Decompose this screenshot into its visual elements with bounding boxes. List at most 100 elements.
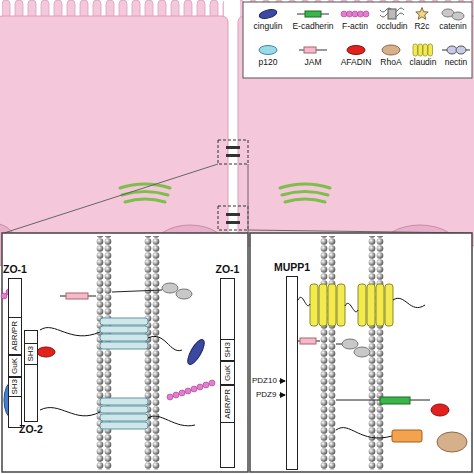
left-panel-proteins: [100, 342, 148, 349]
legend-item: catenin: [434, 6, 472, 31]
legend-item: R2c: [412, 6, 432, 31]
golgi: [282, 192, 328, 196]
protein-name: ZO-1: [3, 264, 27, 275]
legend-frame: [243, 2, 472, 78]
legend-symbol: [304, 47, 316, 53]
junction-zoom: [4, 140, 472, 233]
left-panel-proteins: [112, 290, 162, 292]
legend-symbol: [440, 42, 472, 58]
membranes: [96, 236, 112, 470]
legend-item: p120: [248, 42, 288, 67]
left-panel-proteins: [1, 283, 215, 429]
epithelial-cells: [0, 16, 228, 246]
left-panel-proteins: [191, 386, 197, 392]
legend-symbol: [418, 44, 423, 56]
zoom-panels: [250, 233, 472, 472]
domain-name: SH3: [224, 342, 232, 358]
right-panel-proteins: [354, 347, 370, 357]
legend-text: nectin: [440, 58, 472, 67]
left-panel-proteins: [100, 318, 148, 325]
domain-box: SH3: [24, 343, 38, 365]
domain-name: ABR/PR: [224, 389, 232, 419]
right-panel-proteins: [298, 297, 310, 305]
legend-text: RhoA: [376, 58, 406, 67]
domain-box: GuK: [220, 361, 235, 385]
golgi: [120, 184, 330, 202]
membranes: [144, 236, 160, 470]
legend-item: AFADIN: [338, 42, 374, 67]
legend-symbol: [338, 42, 374, 58]
domain-callout: PDZ10: [252, 377, 277, 385]
legend-symbol: [456, 46, 466, 54]
junction-zoom: [226, 213, 240, 216]
legend-symbol: [352, 11, 358, 17]
legend-item: F-actin: [338, 6, 372, 31]
legend-symbol: [358, 11, 364, 17]
left-panel-proteins: [40, 328, 100, 336]
left-panel-proteins: [179, 390, 185, 396]
domain-box: GuK: [8, 355, 22, 377]
protein-name: ZO-1: [216, 264, 240, 275]
legend-symbol: [376, 42, 406, 58]
legend-text: E-cadherin: [290, 22, 336, 31]
left-panel-proteins: [185, 388, 191, 394]
right-panel-proteins: [376, 284, 384, 326]
membranes: [368, 236, 384, 470]
legend-text: cingulin: [248, 22, 288, 31]
right-panel-proteins: [336, 428, 392, 438]
protein-bar: MUPP1: [286, 276, 298, 470]
left-panel-proteins: [100, 318, 148, 429]
legend-symbol: [434, 6, 472, 22]
left-panel-proteins: [100, 326, 148, 333]
protein-name: ZO-2: [19, 424, 43, 435]
left-panel-proteins: [66, 293, 88, 299]
legend-symbol: [305, 11, 321, 17]
left-panel-proteins: [100, 422, 148, 429]
domain-box: ABR/PR: [220, 385, 235, 423]
left-panel-proteins: [40, 328, 195, 426]
legend-text: JAM: [290, 58, 336, 67]
zoom-panels: [2, 233, 248, 472]
legend-symbol: [382, 45, 400, 55]
junction-zoom: [4, 164, 218, 233]
domain-box: ABR/PR: [8, 317, 22, 355]
left-panel-proteins: [209, 380, 215, 386]
legend-symbol: [428, 44, 433, 56]
domain-callout: PDZ9: [256, 391, 276, 399]
right-panel-proteins: [310, 284, 393, 326]
junction-zoom: [226, 146, 240, 149]
right-panel-proteins: [342, 339, 358, 349]
legend-symbol: [258, 8, 277, 20]
right-panel-proteins: [380, 397, 410, 404]
domain-box: SH3: [8, 377, 22, 397]
right-panel-proteins: [300, 338, 316, 344]
right-panel-proteins: [345, 303, 358, 311]
domain-name: ABR/PR: [11, 321, 19, 351]
right-panel-proteins: [437, 432, 467, 452]
left-panel-proteins: [176, 289, 192, 299]
membranes: [96, 236, 384, 470]
left-panel-proteins: [197, 384, 203, 390]
junction-zoom: [218, 140, 248, 164]
legend-text: p120: [248, 58, 288, 67]
legend-symbol: [248, 42, 288, 58]
legend-symbol: [416, 8, 428, 20]
legend-item: claudin: [408, 42, 438, 67]
junction-zoom: [226, 154, 240, 157]
right-panel-proteins: [328, 284, 336, 326]
junction-zoom: [226, 221, 240, 224]
golgi: [280, 184, 330, 188]
junction-zoom: [248, 164, 249, 233]
legend-item: cingulin: [248, 6, 288, 31]
right-panel-proteins: [392, 430, 422, 442]
legend-symbol: [248, 6, 288, 22]
legend-text: F-actin: [338, 22, 372, 31]
legend-symbol: [412, 6, 432, 22]
left-panel-proteins: [162, 283, 178, 293]
protein-name: MUPP1: [274, 262, 310, 273]
left-panel-proteins: [167, 394, 173, 400]
legend-symbol: [363, 11, 369, 17]
left-panel-proteins: [40, 408, 100, 416]
